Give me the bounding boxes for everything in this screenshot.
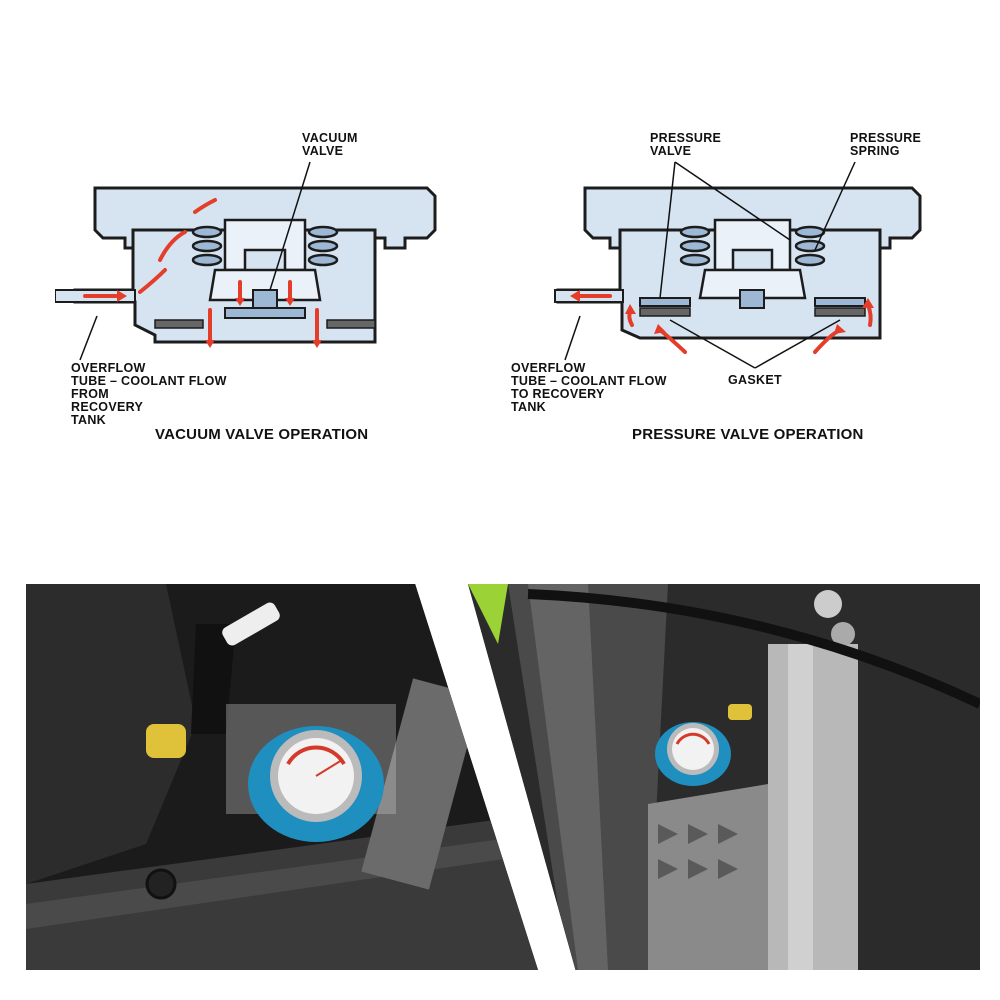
vacuum-valve-diagram: VACUUM VALVE OVERFLOW TUBE – COOLANT FLO… <box>55 120 455 450</box>
wide-photo-illustration <box>468 584 980 970</box>
vacuum-caption: VACUUM VALVE OPERATION <box>155 426 369 443</box>
installed-cap-photo-wide <box>468 584 980 970</box>
installed-cap-photo-closeup <box>26 584 538 970</box>
pressure-valve-label: PRESSURE VALVE <box>650 131 722 158</box>
pressure-spring-label: PRESSURE SPRING <box>850 131 922 158</box>
gasket-label: GASKET <box>728 373 782 387</box>
vacuum-cap-illustration <box>55 161 437 361</box>
vacuum-valve-label: VACUUM VALVE <box>302 131 358 158</box>
closeup-photo-illustration <box>26 584 538 970</box>
pressure-caption: PRESSURE VALVE OPERATION <box>632 426 864 443</box>
overflow-tube-label: OVERFLOW TUBE – COOLANT FLOW FROM RECOVE… <box>71 361 227 427</box>
pressure-valve-diagram: PRESSURE VALVE PRESSURE SPRING OVERFLOW … <box>500 120 940 450</box>
pressure-cap-illustration <box>554 161 922 369</box>
overflow-tube-label: OVERFLOW TUBE – COOLANT FLOW TO RECOVERY… <box>511 361 667 414</box>
